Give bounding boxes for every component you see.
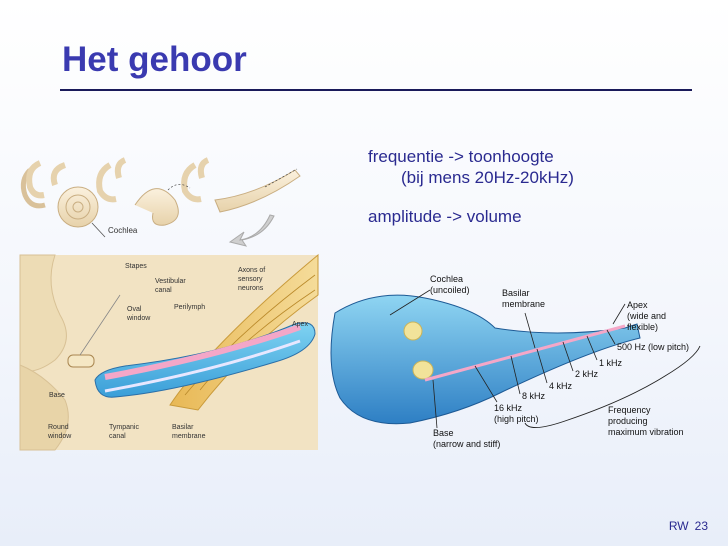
- label-base-1: Base: [433, 428, 454, 438]
- uncoiled-cochlea-body: [330, 294, 641, 425]
- cochlea-stage-3: [181, 157, 301, 213]
- label-basilar-2: membrane: [502, 299, 545, 309]
- label-round-2: window: [47, 433, 72, 440]
- label-16khz-1: 16 kHz: [494, 403, 523, 413]
- uncoiled-cochlea-figure: Cochlea (uncoiled) Basilar membrane Apex…: [330, 274, 701, 449]
- bullet-range: (bij mens 20Hz-20kHz): [401, 168, 574, 187]
- title-divider: [60, 89, 692, 91]
- label-base-2: (narrow and stiff): [433, 439, 500, 449]
- label-perilymph: Perilymph: [174, 304, 205, 311]
- label-apex: Apex: [292, 321, 308, 328]
- label-4khz: 4 kHz: [549, 381, 573, 391]
- label-tympanic-1: Tympanic: [109, 424, 139, 431]
- bullet-frequency: frequentie -> toonhoogte: [368, 147, 554, 166]
- label-axons-3: neurons: [238, 285, 264, 292]
- label-vestibular-2: canal: [155, 287, 172, 294]
- label-8khz: 8 kHz: [522, 391, 546, 401]
- label-tympanic-2: canal: [109, 433, 126, 440]
- label-round-1: Round: [48, 424, 69, 431]
- slide-title: Het gehoor: [62, 40, 247, 79]
- label-frequency-1: Frequency: [608, 405, 651, 415]
- cochlea-cross-section-figure: Cochlea Stapes Vestibular canal Axons of…: [19, 157, 319, 451]
- label-basilar-1: Basilar: [502, 288, 530, 298]
- label-stapes: Stapes: [125, 263, 147, 270]
- slide-footer: RW 23: [663, 519, 708, 533]
- label-oval-1: Oval: [127, 306, 142, 313]
- label-16khz-2: (high pitch): [494, 414, 539, 424]
- label-1khz: 1 kHz: [599, 358, 623, 368]
- label-apex-2: (wide and: [627, 311, 666, 321]
- bullet-amplitude: amplitude -> volume: [368, 207, 522, 226]
- basilar-membrane: [424, 324, 626, 382]
- cochlea-stage-2: [96, 157, 179, 226]
- label-apex-3: flexible): [627, 322, 658, 332]
- label-2khz: 2 kHz: [575, 369, 599, 379]
- label-cochlea-1: Cochlea: [430, 274, 463, 284]
- cochlea-label: Cochlea: [108, 226, 138, 235]
- label-frequency-3: maximum vibration: [608, 427, 684, 437]
- bullet-list: frequentie -> toonhoogte (bij mens 20Hz-…: [368, 146, 574, 227]
- label-cochlea-2: (uncoiled): [430, 285, 470, 295]
- cochlea-stage-1: [20, 160, 99, 228]
- label-basilar-1: Basilar: [172, 424, 194, 431]
- page-number: 23: [694, 519, 708, 533]
- frequency-bracket: [524, 345, 701, 428]
- label-apex-1: Apex: [627, 300, 648, 310]
- footer-initials: RW: [668, 519, 689, 533]
- label-axons-1: Axons of: [238, 267, 265, 274]
- label-axons-2: sensory: [238, 276, 263, 283]
- label-vestibular-1: Vestibular: [155, 278, 186, 285]
- label-500hz: 500 Hz (low pitch): [617, 342, 689, 352]
- cross-section-panel: [19, 253, 319, 451]
- label-oval-2: window: [126, 315, 151, 322]
- label-frequency-2: producing: [608, 416, 648, 426]
- label-base: Base: [49, 392, 65, 399]
- label-basilar-2: membrane: [172, 433, 206, 440]
